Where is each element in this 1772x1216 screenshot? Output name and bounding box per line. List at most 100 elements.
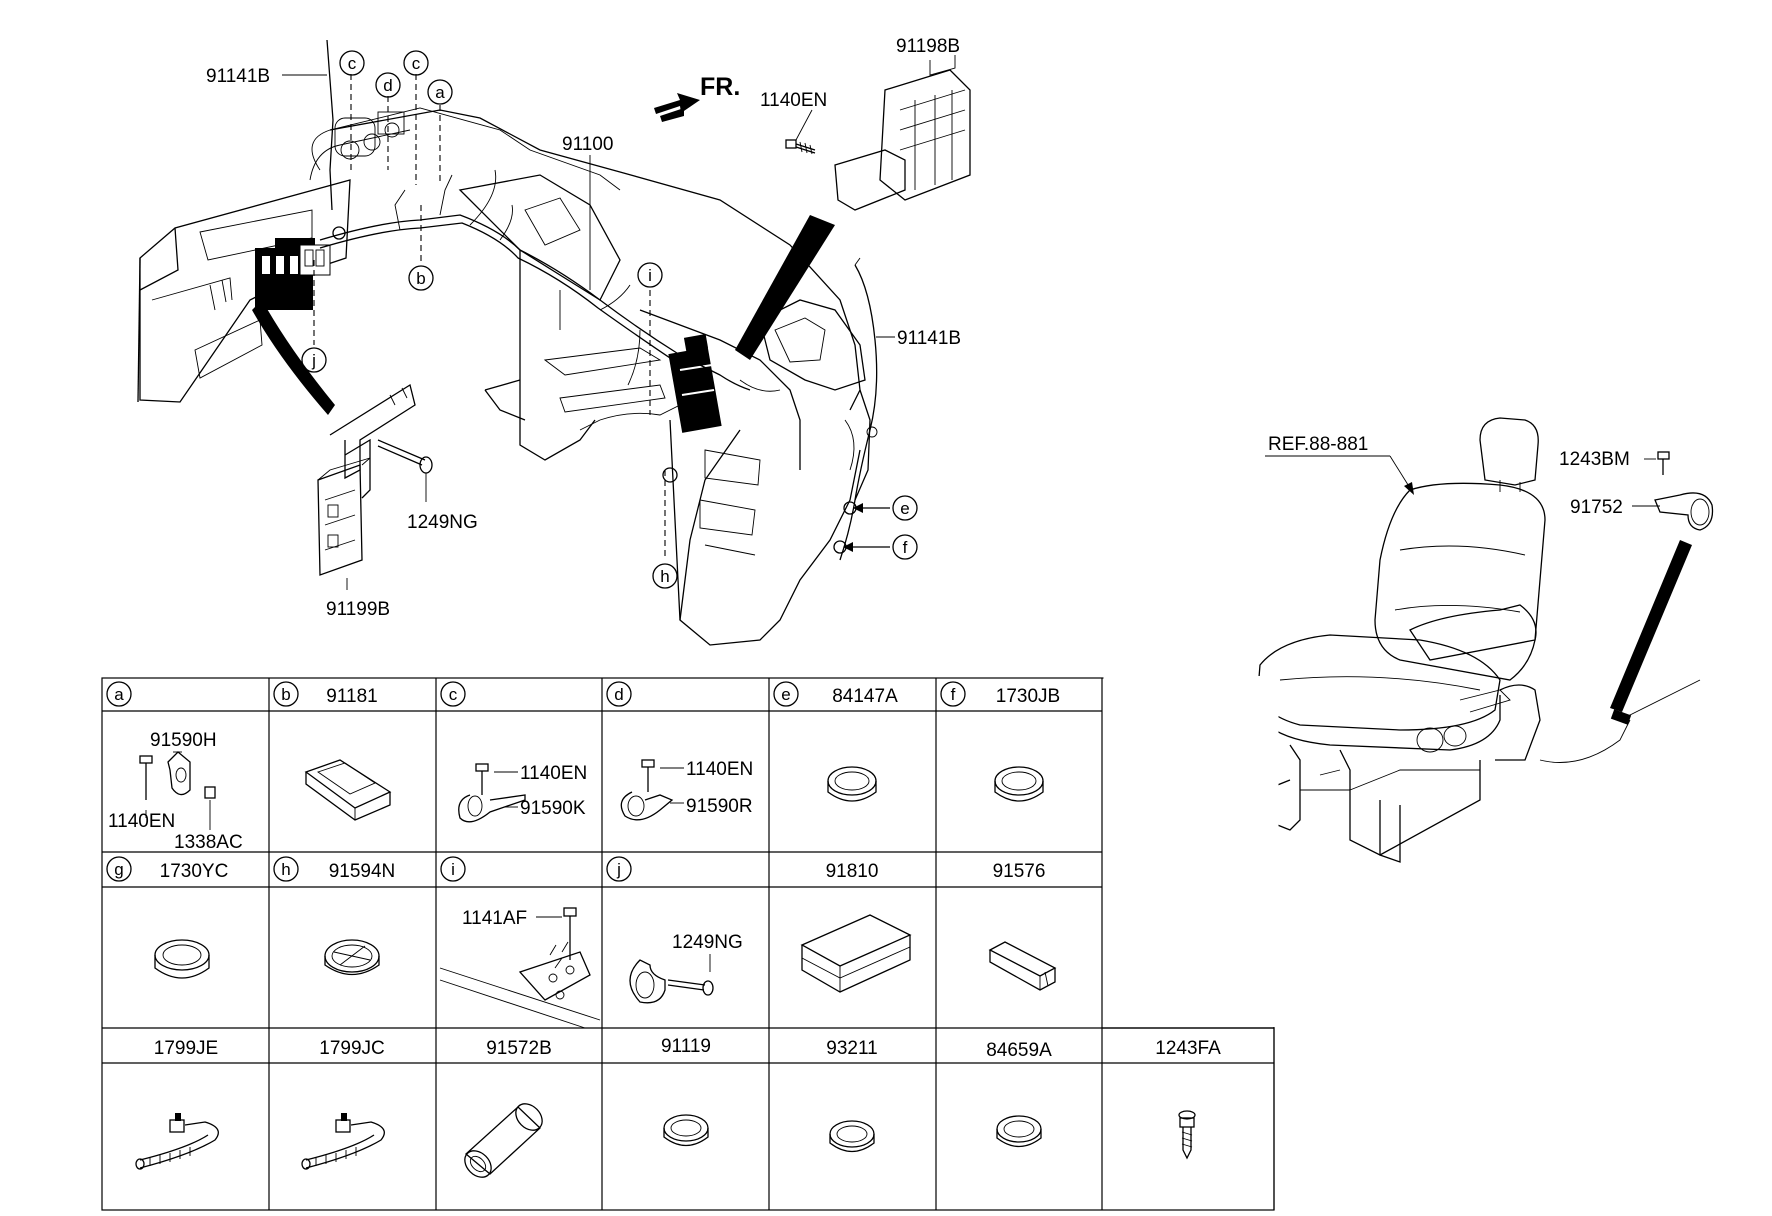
svg-text:c: c — [412, 54, 421, 73]
cell-84659a-content — [996, 1115, 1042, 1148]
cell-g-content — [154, 939, 210, 979]
svg-text:84147A: 84147A — [832, 686, 898, 707]
svg-text:1338AC: 1338AC — [174, 832, 243, 853]
cell-e-header: e 84147A — [773, 681, 898, 707]
clip-91752 — [1654, 492, 1714, 531]
label-1140en-upper: 1140EN — [760, 90, 827, 111]
cell-91810-header: 91810 — [826, 861, 879, 882]
callout-circle-j: j — [301, 347, 327, 373]
svg-text:j: j — [311, 351, 316, 370]
callout-circle-a: a — [427, 79, 453, 105]
bolt-1249ng-bracket — [377, 439, 433, 474]
callout-circle-f: f — [892, 534, 918, 560]
svg-text:c: c — [449, 685, 458, 704]
label-91752: 91752 — [1570, 497, 1623, 518]
svg-text:91576: 91576 — [993, 861, 1046, 882]
main-wiring-harness — [319, 39, 878, 561]
parts-table: a b 91181 c d e 84147A f 1730JB 91590H — [101, 676, 1279, 1211]
dashboard-left-panel — [137, 107, 621, 403]
svg-text:e: e — [781, 685, 790, 704]
callout-leaders — [313, 74, 890, 560]
label-91198b: 91198B — [896, 36, 960, 57]
svg-text:1730YC: 1730YC — [160, 861, 229, 882]
cell-1243fa-content — [1178, 1110, 1196, 1160]
cell-e-content — [827, 766, 877, 802]
cell-g-header: g 1730YC — [106, 856, 229, 882]
svg-text:1249NG: 1249NG — [672, 932, 743, 953]
cell-1799je-header: 1799JE — [154, 1038, 218, 1059]
svg-text:91181: 91181 — [326, 686, 377, 707]
cell-93211-header: 93211 — [826, 1038, 877, 1059]
seat-diagram: REF.88-881 1243BM 91752 — [1257, 417, 1714, 863]
cell-a-content: 91590H 1140EN 1338AC — [108, 730, 243, 853]
cell-1799je-content — [135, 1113, 219, 1170]
callout-circle-h: h — [652, 563, 678, 589]
label-91199b: 91199B — [326, 599, 390, 620]
clip-leader-band — [1610, 540, 1692, 712]
junction-box-lower — [252, 300, 433, 576]
cell-c-content: 1140EN 91590K — [458, 763, 587, 823]
cell-84659a-header: 84659A — [986, 1040, 1052, 1061]
cell-91119-header: 91119 — [661, 1036, 711, 1057]
bolt-1140en-upper — [785, 139, 816, 155]
cell-1799jc-header: 1799JC — [319, 1038, 385, 1059]
svg-text:91590H: 91590H — [150, 730, 217, 751]
svg-text:j: j — [616, 860, 621, 879]
svg-text:i: i — [451, 860, 455, 879]
callout-circle-c-1: c — [339, 50, 365, 76]
dashboard-center-body — [329, 109, 871, 646]
cell-a-header: a — [106, 681, 132, 707]
cell-1799jc-content — [301, 1113, 385, 1170]
svg-text:1140EN: 1140EN — [108, 811, 175, 832]
svg-text:a: a — [114, 685, 124, 704]
svg-text:c: c — [348, 54, 357, 73]
svg-text:91810: 91810 — [826, 861, 879, 882]
svg-text:91590R: 91590R — [686, 796, 753, 817]
cell-d-content: 1140EN 91590R — [620, 759, 753, 821]
svg-text:91594N: 91594N — [329, 861, 396, 882]
cell-91119-content — [663, 1114, 709, 1147]
svg-text:b: b — [281, 685, 290, 704]
svg-text:1140EN: 1140EN — [520, 763, 587, 784]
label-1249ng: 1249NG — [407, 512, 478, 533]
label-91141b-left: 91141B — [206, 66, 270, 87]
svg-text:f: f — [951, 685, 956, 704]
cell-b-header: b 91181 — [273, 681, 378, 707]
svg-text:i: i — [648, 266, 652, 285]
cell-91572b-content — [464, 1103, 543, 1178]
cell-91810-content — [800, 914, 912, 993]
svg-text:1140EN: 1140EN — [686, 759, 753, 780]
cell-91576-header: 91576 — [993, 861, 1046, 882]
cell-1243fa-header: 1243FA — [1155, 1038, 1221, 1059]
bolt-1243bm — [1657, 451, 1670, 475]
svg-text:b: b — [416, 269, 425, 288]
cell-h-content — [324, 939, 380, 976]
svg-text:h: h — [281, 860, 290, 879]
cell-i-content: 1141AF — [439, 907, 601, 1029]
cell-j-header: j — [606, 856, 632, 882]
cell-f-header: f 1730JB — [940, 681, 1060, 707]
svg-text:d: d — [614, 685, 623, 704]
svg-text:e: e — [900, 499, 909, 518]
svg-text:1730JB: 1730JB — [996, 686, 1060, 707]
callout-circle-b: b — [408, 265, 434, 291]
front-direction-arrow: FR. — [654, 73, 740, 122]
front-direction-label: FR. — [700, 73, 740, 101]
seat-outline — [1257, 417, 1701, 863]
cell-c-header: c — [440, 681, 466, 707]
label-91100: 91100 — [562, 134, 613, 155]
cell-h-header: h 91594N — [273, 856, 396, 882]
cell-91576-content — [988, 941, 1057, 991]
cell-f-content — [994, 766, 1044, 802]
callout-circle-e: e — [892, 495, 918, 521]
label-ref-88-881: REF.88-881 — [1268, 434, 1368, 455]
callout-circle-i: i — [637, 262, 663, 288]
cell-93211-content — [829, 1120, 875, 1153]
label-1243bm: 1243BM — [1559, 449, 1630, 470]
junction-box-upper — [735, 55, 971, 360]
svg-text:d: d — [383, 76, 392, 95]
svg-text:h: h — [660, 567, 669, 586]
svg-text:a: a — [435, 83, 445, 102]
svg-text:g: g — [114, 860, 123, 879]
cell-j-content: 1249NG — [629, 932, 743, 1004]
